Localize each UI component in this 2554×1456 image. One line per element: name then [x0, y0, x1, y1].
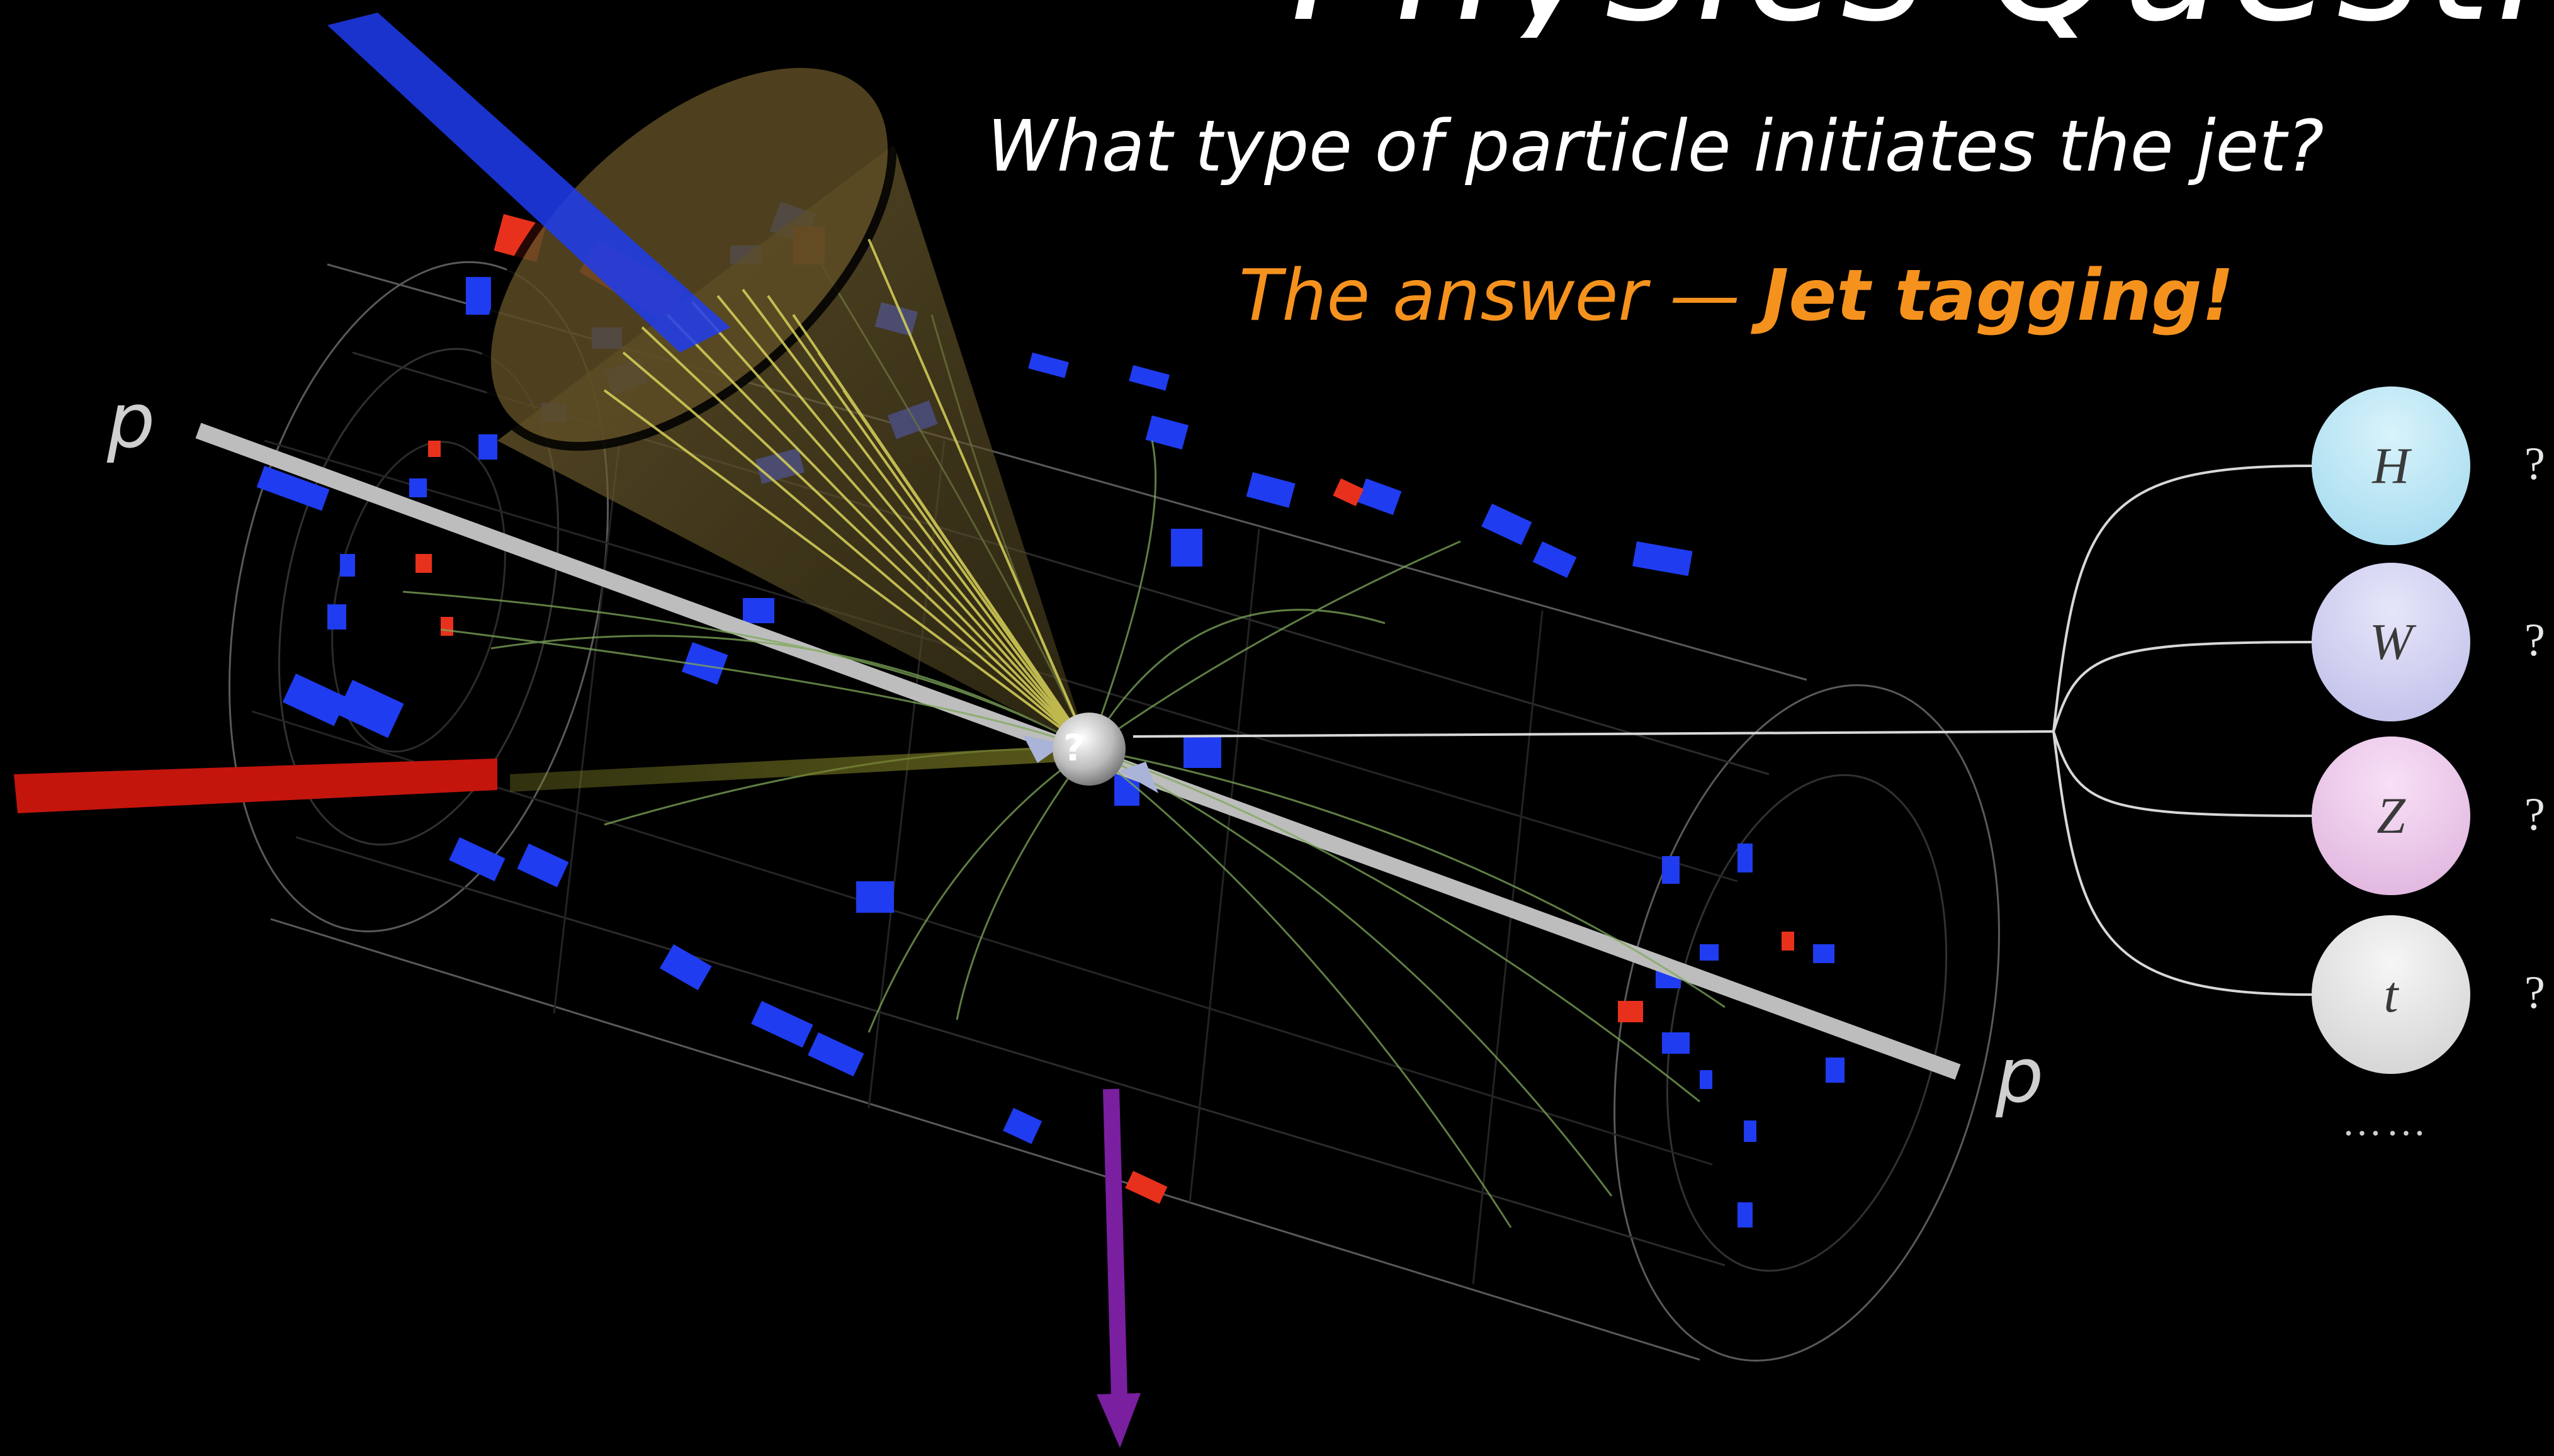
proton-label-right: p [1996, 1032, 2044, 1120]
candidate-top-symbol: t [2383, 966, 2399, 1023]
candidate-tree [1133, 465, 2312, 996]
candidate-top: t [2312, 915, 2470, 1074]
candidate-higgs-mark: ? [2524, 438, 2545, 490]
question-text: What type of particle initiates the jet? [987, 106, 2324, 188]
candidate-w-symbol: W [2369, 613, 2413, 670]
slide-heading: Physics Question [1291, 0, 2554, 38]
candidate-higgs-symbol: H [2372, 437, 2410, 494]
answer-emphasis: Jet tagging! [1762, 255, 2234, 337]
candidate-top-mark: ? [2524, 967, 2545, 1019]
slide-heading-clip: Physics Question [0, 0, 2554, 38]
yellow-jet-arrow [510, 746, 1064, 792]
more-candidates: …… [2342, 1099, 2430, 1144]
answer-prefix: The answer — [1239, 255, 1763, 337]
red-jet-deposit [14, 759, 497, 813]
candidate-z-mark: ? [2524, 789, 2545, 840]
jet-tracks [603, 239, 1090, 750]
candidate-w-mark: ? [2524, 614, 2545, 666]
missing-energy-arrow [1097, 1088, 1141, 1448]
candidate-z-symbol: Z [2376, 787, 2405, 844]
candidate-w: W [2312, 563, 2470, 721]
jet-energy-deposit [327, 13, 730, 353]
answer-text: The answer — Jet tagging! [1239, 255, 2234, 337]
candidate-z: Z [2312, 736, 2470, 895]
interaction-vertex [1053, 713, 1126, 786]
vertex-question-mark: ? [1063, 726, 1085, 769]
candidate-higgs: H [2312, 387, 2470, 545]
beam-arrow-right [1119, 762, 1158, 793]
proton-label-left: p [107, 378, 155, 465]
